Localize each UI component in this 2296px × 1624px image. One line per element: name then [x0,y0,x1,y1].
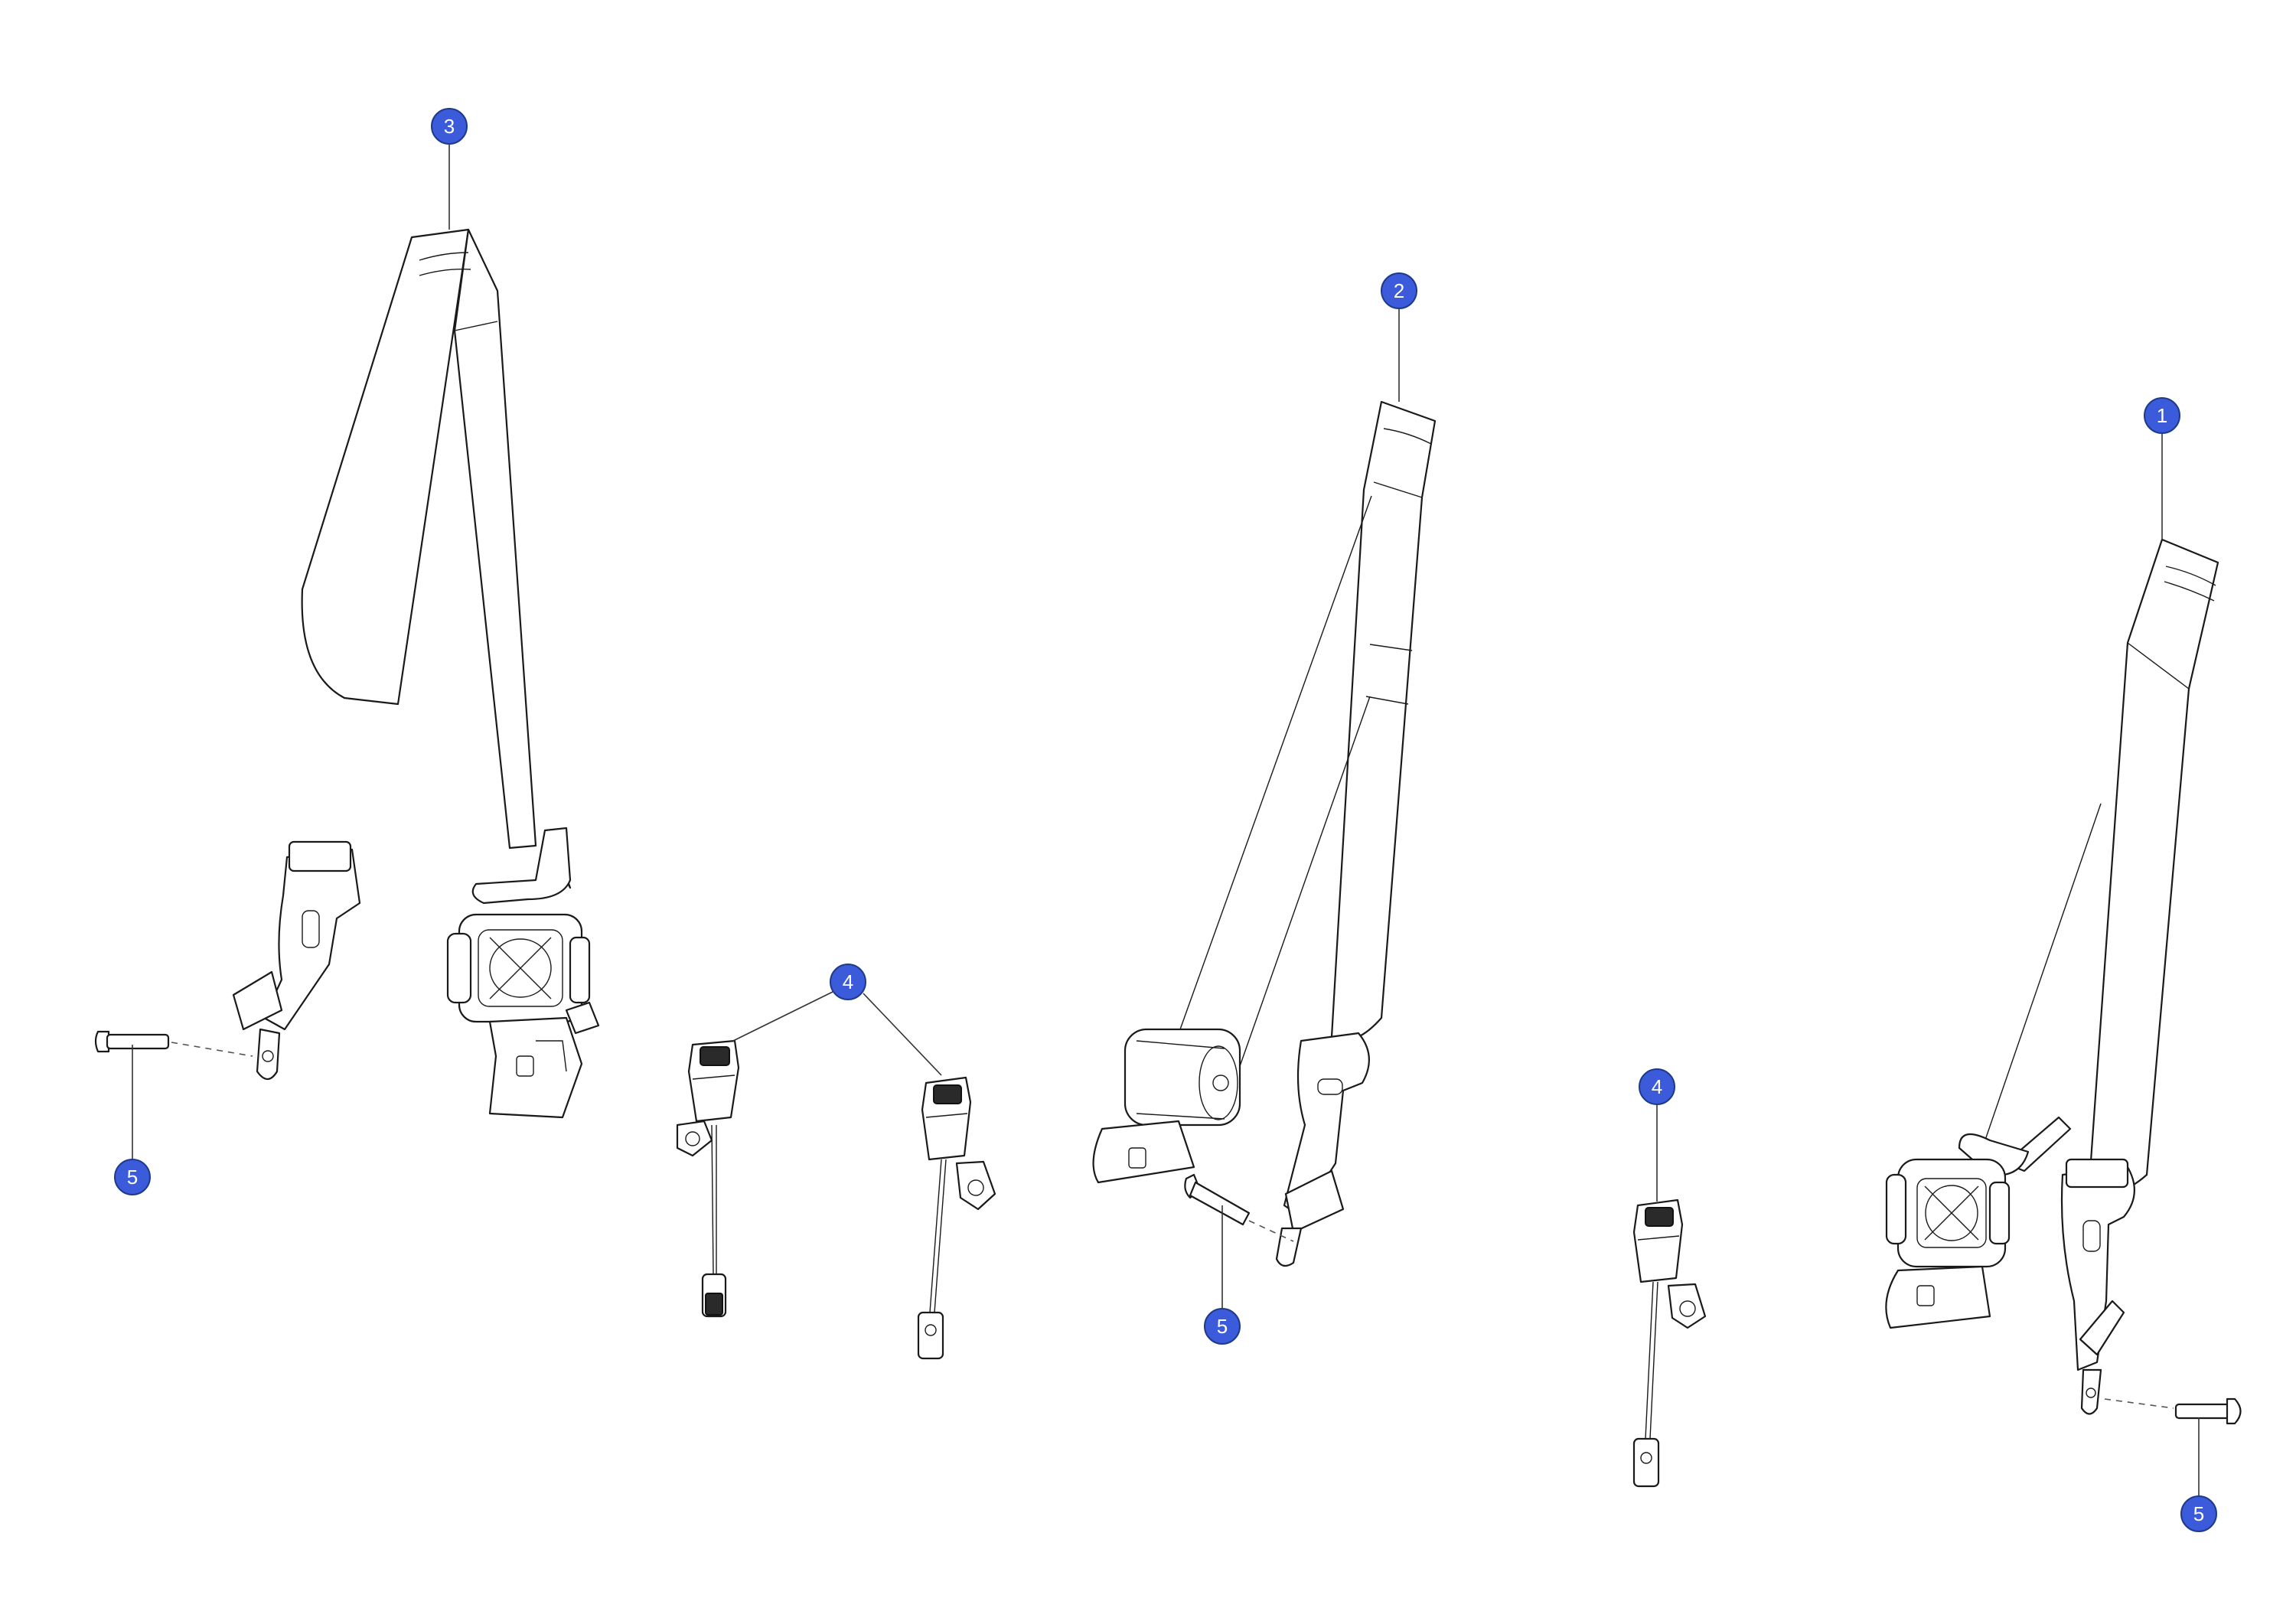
bolt-5-right [2104,1397,2242,1425]
seat-belt-assembly-1 [1885,538,2219,1415]
callout-5-left-label: 5 [127,1166,138,1189]
leader-lines [132,142,2200,1496]
callout-5-center-label: 5 [1217,1315,1228,1338]
callout-5-center: 5 [1204,1308,1241,1345]
seat-belt-assembly-3 [232,228,600,1119]
callout-1: 1 [2144,397,2180,434]
callout-5-right: 5 [2180,1495,2217,1532]
callout-1-label: 1 [2157,404,2167,427]
callout-4-right: 4 [1639,1068,1675,1105]
callout-5-left: 5 [114,1159,151,1195]
callout-3: 3 [431,108,468,145]
seat-belt-assembly-2 [1092,400,1437,1267]
callout-4-center-label: 4 [843,970,853,993]
buckle-4-right [1632,1198,1707,1488]
buckle-4-center [917,1076,996,1360]
callout-2-label: 2 [1394,279,1404,302]
callout-5-right-label: 5 [2193,1502,2204,1525]
callout-4-right-label: 4 [1652,1075,1662,1098]
bolt-5-left [94,1030,253,1057]
buckle-4-left [676,1039,740,1318]
callout-4-center: 4 [830,964,866,1000]
callout-2: 2 [1381,272,1417,309]
bolt-5-center [1184,1173,1294,1242]
callout-3-label: 3 [444,115,455,138]
